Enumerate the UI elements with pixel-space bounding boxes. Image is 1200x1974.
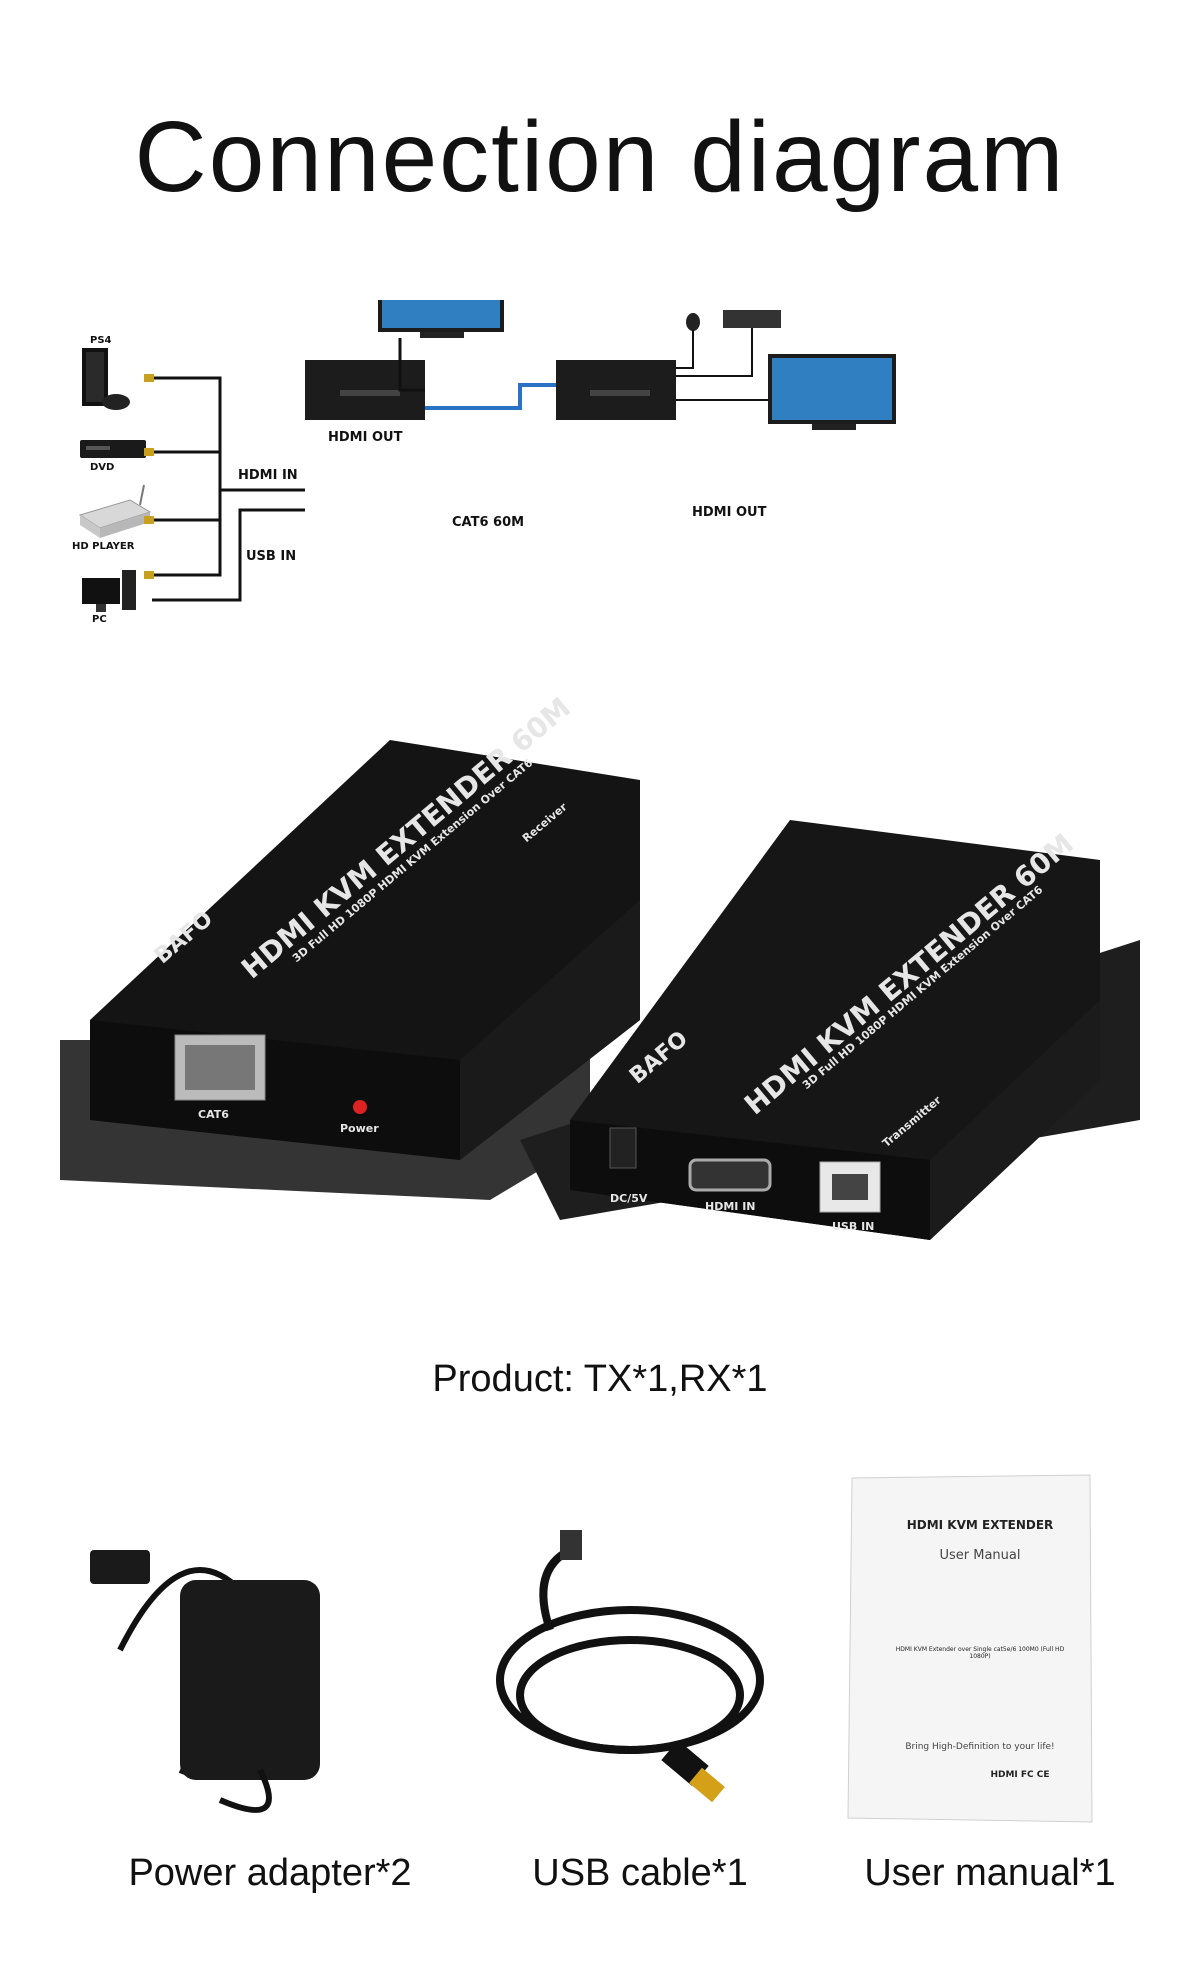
source-label: DVD (90, 462, 115, 473)
dvd-player-icon (80, 440, 146, 458)
cable-label: CAT6 60M (452, 515, 525, 530)
tv-icon (768, 354, 896, 430)
usb-in-label: USB IN (246, 549, 297, 564)
receiver-unit-icon (556, 360, 676, 420)
usb-in-port-label: USB IN (832, 1220, 875, 1233)
manual-body: HDMI KVM Extender over Single cat5e/6 10… (895, 1646, 1065, 1660)
hdmi-out-label: HDMI OUT (692, 505, 767, 520)
manual-logos: HDMI FC CE (990, 1770, 1050, 1780)
power-adapter-image (60, 1470, 460, 1870)
source-label: HD PLAYER (72, 541, 135, 552)
manual-tagline: Bring High-Definition to your life! (905, 1742, 1055, 1752)
hdmi-out-label: HDMI OUT (328, 430, 403, 445)
ps4-icon (82, 348, 130, 410)
dc-port-label: DC/5V (610, 1192, 648, 1205)
usb-cable-image (430, 1470, 830, 1870)
power-led-label: Power (340, 1122, 379, 1135)
receiver-box (90, 740, 640, 1160)
accessory-label: User manual*1 (864, 1852, 1116, 1894)
transmitter-box (570, 820, 1100, 1240)
tv-icon (378, 300, 504, 338)
keyboard-icon (723, 310, 781, 328)
hdmi-in-label: HDMI IN (238, 468, 298, 483)
product-photo: HDMI KVM EXTENDER 60M BAFO 3D Full HD 10… (0, 691, 1200, 1320)
cat6-port-label: CAT6 (198, 1108, 229, 1121)
product-contents-text: Product: TX*1,RX*1 (432, 1358, 768, 1400)
pc-icon (82, 570, 136, 612)
mouse-icon (686, 313, 700, 331)
accessory-label: USB cable*1 (532, 1852, 748, 1894)
hd-player-icon (78, 484, 152, 538)
source-label: PS4 (90, 335, 112, 346)
manual-heading: HDMI KVM EXTENDER (906, 1518, 1054, 1532)
page-title: Connection diagram (134, 101, 1066, 213)
connection-diagram: PS4 DVD HD PLAYER PC HDMI IN USB IN HDMI… (60, 300, 1140, 660)
user-manual-image: HDMI KVM EXTENDER User Manual HDMI KVM E… (800, 1470, 1200, 1870)
source-label: PC (92, 614, 107, 625)
accessory-label: Power adapter*2 (128, 1852, 412, 1894)
manual-subheading: User Manual (939, 1548, 1021, 1563)
hdmi-in-port-label: HDMI IN (705, 1200, 756, 1213)
